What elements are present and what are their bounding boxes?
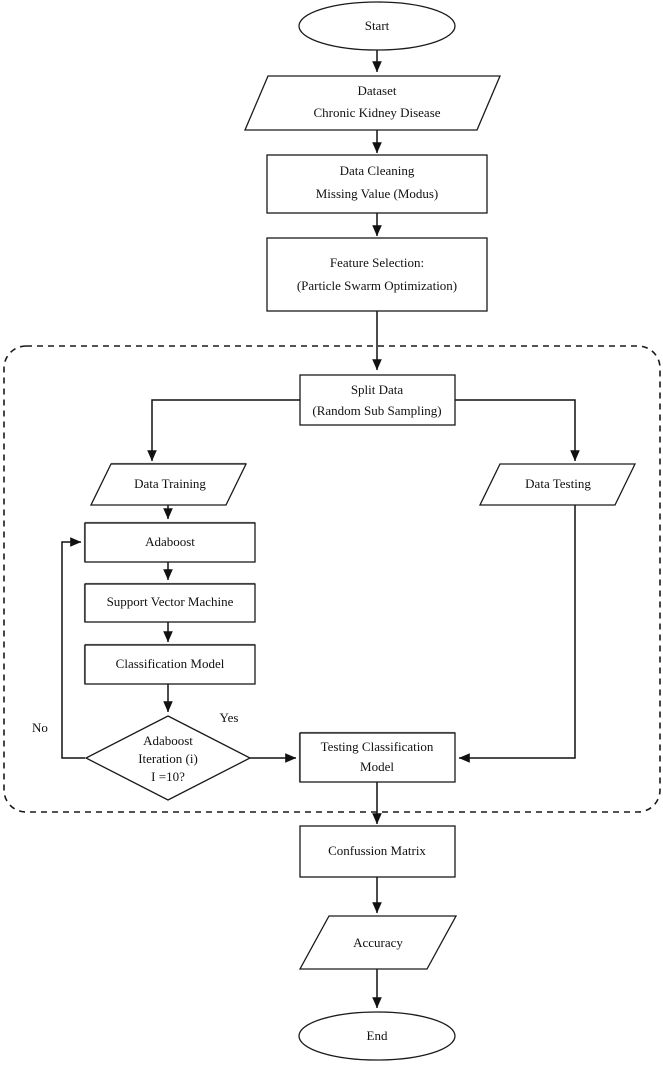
node-dataset[interactable]: Dataset Chronic Kidney Disease	[244, 75, 501, 131]
split-data-label-line1: Split Data	[351, 382, 404, 397]
decision-label-line2: Iteration (i)	[138, 751, 198, 766]
feature-selection-label-line2: (Particle Swarm Optimization)	[297, 278, 457, 293]
node-split-data[interactable]: Split Data (Random Sub Sampling)	[299, 374, 456, 426]
node-start[interactable]: Start	[298, 1, 456, 51]
svm-label: Support Vector Machine	[107, 594, 234, 609]
node-classification-model[interactable]: Classification Model	[83, 643, 256, 685]
dataset-label-line1: Dataset	[358, 83, 397, 98]
end-ellipse	[298, 1011, 456, 1061]
edge-label-yes: Yes	[220, 710, 239, 725]
connector-decision-no-loop-to-adaboost	[61, 537, 85, 759]
decision-label-line3: I =10?	[151, 769, 185, 784]
node-confussion-matrix[interactable]: Confussion Matrix	[299, 825, 456, 878]
testing-classification-model-label-line2: Model	[360, 759, 394, 774]
data-cleaning-label-line1: Data Cleaning	[340, 163, 415, 178]
node-end[interactable]: End	[298, 1011, 456, 1061]
testing-classification-model-label-line1: Testing Classification	[321, 739, 434, 754]
node-adaboost[interactable]: Adaboost	[83, 521, 256, 563]
node-decision-adaboost-iteration[interactable]: Adaboost Iteration (i) I =10?	[84, 715, 252, 801]
data-cleaning-label-line2: Missing Value (Modus)	[316, 186, 439, 201]
edge-label-no: No	[32, 720, 48, 735]
split-data-box	[299, 374, 456, 426]
adaboost-label: Adaboost	[145, 534, 195, 549]
node-accuracy[interactable]: Accuracy	[298, 915, 458, 970]
split-data-label-line2: (Random Sub Sampling)	[312, 403, 441, 418]
accuracy-label: Accuracy	[353, 935, 403, 950]
start-ellipse	[298, 1, 456, 51]
accuracy-parallelogram	[298, 915, 458, 970]
classification-model-label: Classification Model	[116, 656, 225, 671]
node-feature-selection[interactable]: Feature Selection: (Particle Swarm Optim…	[266, 237, 488, 312]
data-testing-parallelogram	[478, 463, 637, 506]
connector-split-data-to-data-training	[147, 399, 300, 462]
adaboost-box	[84, 522, 256, 563]
feature-selection-box	[266, 237, 488, 312]
start-label: Start	[365, 18, 390, 33]
node-data-training[interactable]: Data Training	[89, 462, 248, 506]
data-training-label: Data Training	[134, 476, 206, 491]
feature-selection-label-line1: Feature Selection:	[330, 255, 424, 270]
node-data-testing[interactable]: Data Testing	[478, 463, 637, 506]
connector-data-testing-to-testing-classification-model	[458, 505, 576, 763]
node-testing-classification-model[interactable]: Testing Classification Model	[298, 731, 456, 783]
dataset-parallelogram	[244, 75, 501, 131]
confussion-matrix-box	[299, 825, 456, 878]
data-cleaning-box	[266, 154, 488, 214]
data-training-parallelogram	[89, 463, 248, 506]
testing-classification-model-box	[299, 732, 456, 783]
dataset-label-line2: Chronic Kidney Disease	[313, 105, 440, 120]
classification-model-box	[84, 644, 256, 685]
node-data-cleaning[interactable]: Data Cleaning Missing Value (Modus)	[266, 154, 488, 214]
svm-box	[84, 583, 256, 623]
decision-diamond	[84, 715, 252, 801]
confussion-matrix-label: Confussion Matrix	[328, 843, 426, 858]
model-training-region-dashed-border	[3, 345, 661, 813]
connector-split-data-to-data-testing	[455, 399, 580, 462]
end-label: End	[367, 1028, 388, 1043]
data-testing-label: Data Testing	[525, 476, 591, 491]
node-support-vector-machine[interactable]: Support Vector Machine	[83, 582, 256, 623]
decision-label-line1: Adaboost	[143, 733, 193, 748]
